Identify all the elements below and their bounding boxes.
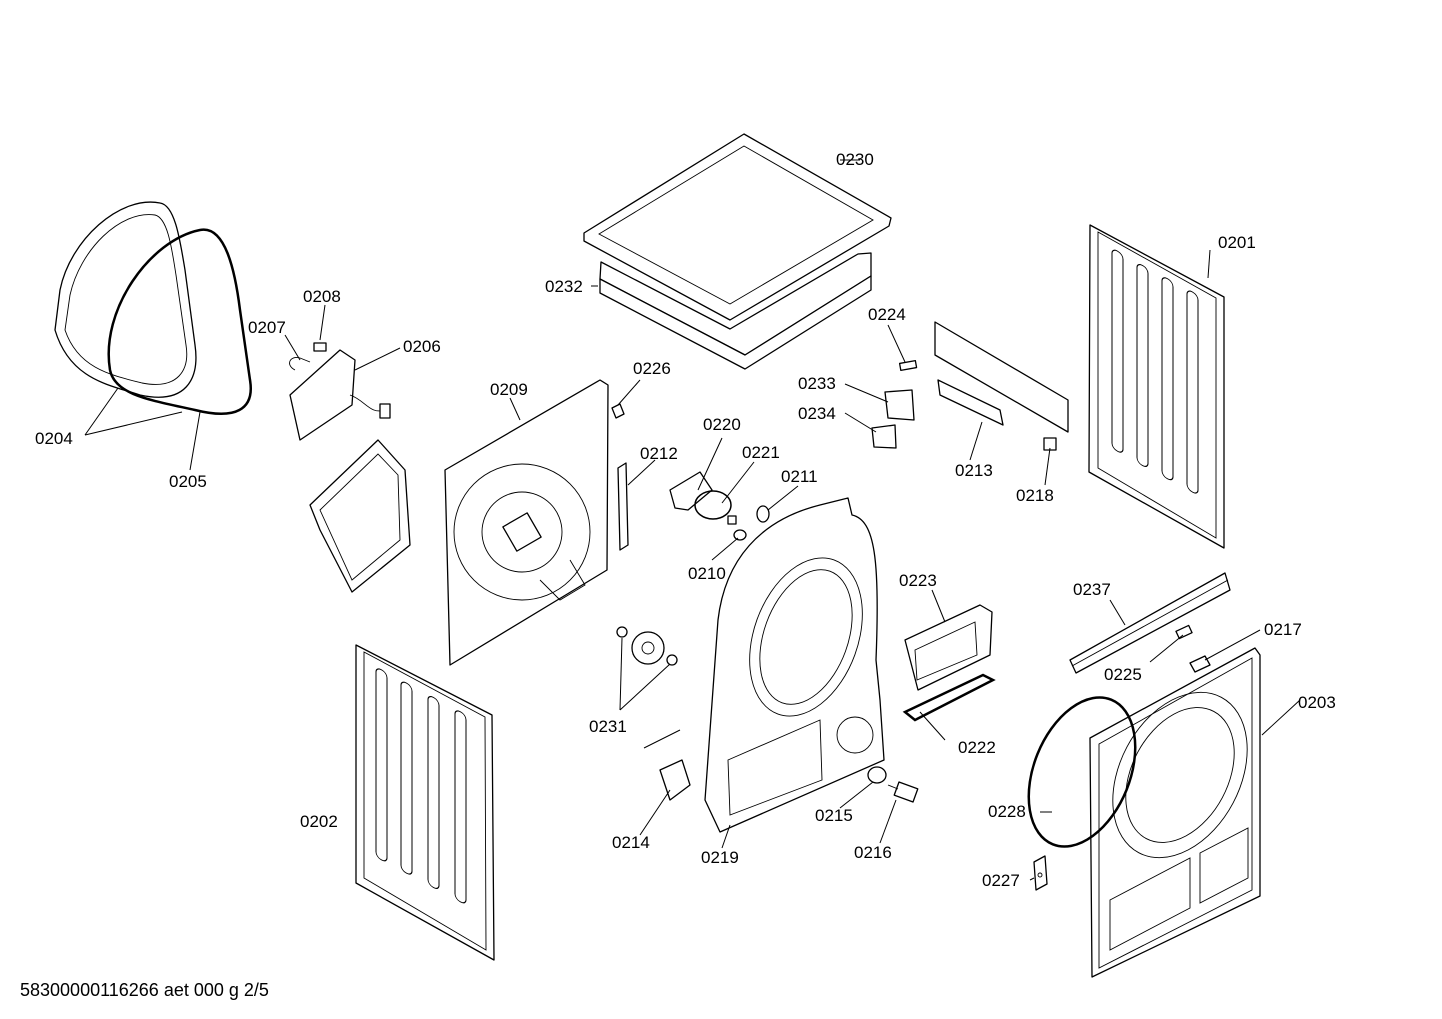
label-0224: 0224 [868,305,906,324]
part-number-labels: 0230 0232 0201 0208 0207 0206 0224 0226 … [35,150,1336,890]
leader-lines [84,159,1301,881]
part-air-duct-bracket [309,439,411,593]
label-0217: 0217 [1264,620,1302,639]
label-0225: 0225 [1104,665,1142,684]
part-0206-module [289,349,391,441]
label-0213: 0213 [955,461,993,480]
part-0223-lint-filter [904,604,993,691]
part-0228-door-seal [1027,696,1137,848]
part-0230-top-cover [583,133,892,321]
label-0218: 0218 [1016,486,1054,505]
label-0237: 0237 [1073,580,1111,599]
label-0219: 0219 [701,848,739,867]
part-0215-knob [867,766,887,784]
part-0227-hinge [1033,855,1048,891]
label-0228: 0228 [988,802,1026,821]
label-0221: 0221 [742,443,780,462]
label-0212: 0212 [640,444,678,463]
part-0212-rail [617,462,629,551]
label-0201: 0201 [1218,233,1256,252]
label-0220: 0220 [703,415,741,434]
label-0230: 0230 [836,150,874,169]
label-0211: 0211 [781,467,818,486]
part-0208-clip [313,342,327,352]
label-0232: 0232 [545,277,583,296]
part-0231-fan-wheel [616,626,678,666]
label-0203: 0203 [1298,693,1336,712]
label-0214: 0214 [612,833,650,852]
part-0205-gasket [107,228,253,415]
label-0215: 0215 [815,806,853,825]
part-0214-bracket [659,759,691,801]
part-0222-filter-seal [902,673,996,722]
label-0223: 0223 [899,571,937,590]
label-0233: 0233 [798,374,836,393]
label-0209: 0209 [490,380,528,399]
label-0231: 0231 [589,717,627,736]
part-0225-clip [1175,624,1193,640]
label-0205: 0205 [169,472,207,491]
part-0207-cable [289,357,311,371]
part-0209-rear-wall [444,379,609,666]
part-0221-ring [694,490,732,520]
part-0211-sensor [756,505,770,523]
part-0219-bearing-shield [704,497,885,833]
part-0234-switch [871,424,897,449]
label-0216: 0216 [854,843,892,862]
label-0207: 0207 [248,318,286,337]
label-0234: 0234 [798,404,836,423]
part-0220-housing [669,471,713,511]
label-0204: 0204 [35,429,73,448]
part-0224-clip [898,360,918,371]
part-0226-clip [611,403,625,419]
label-0222: 0222 [958,738,996,757]
label-0206: 0206 [403,337,441,356]
drawing-reference-code: 58300000116266 aet 000 g 2/5 [20,980,269,1000]
part-0201-right-side-panel [1088,224,1225,549]
part-0232-top-plate [599,252,872,370]
label-0227: 0227 [982,871,1020,890]
part-0213-control-board [934,321,1069,433]
part-0216-valve [887,781,919,803]
part-0204-rear-frame [54,201,197,398]
part-0210-connector [727,515,747,541]
part-0233-switch [884,389,915,421]
label-0210: 0210 [688,564,726,583]
part-0237-rail [1069,572,1231,674]
part-0202-left-side-panel [355,644,495,961]
label-0208: 0208 [303,287,341,306]
label-0226: 0226 [633,359,671,378]
label-0202: 0202 [300,812,338,831]
